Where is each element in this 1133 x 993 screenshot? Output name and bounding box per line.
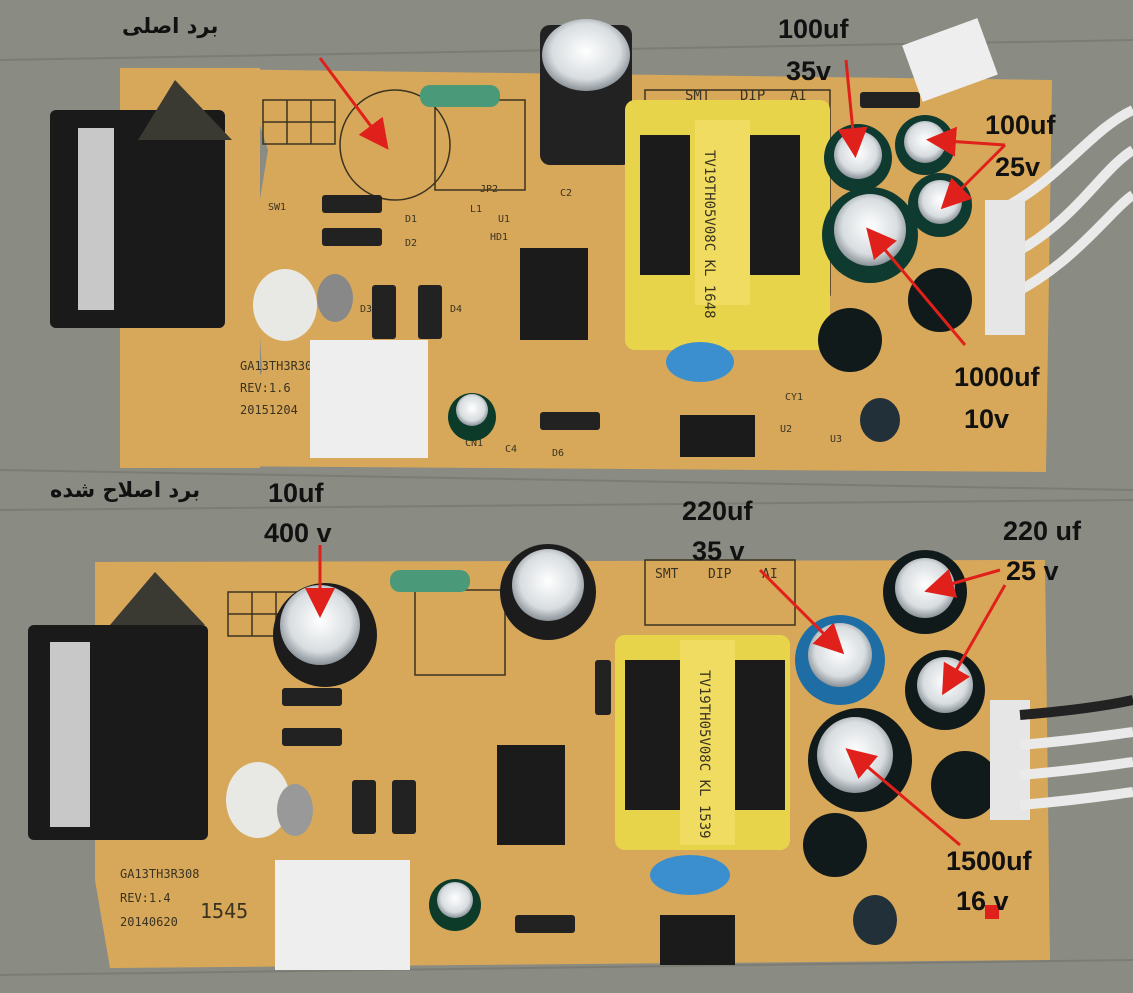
- top-connector: [310, 340, 428, 458]
- top-l1-label: L1: [470, 204, 482, 215]
- top-sw-label: SW1: [268, 202, 286, 213]
- top-cap-100uf-35v-voltage: 35v: [786, 56, 832, 86]
- top-diode-d6: [540, 412, 600, 430]
- bottom-blue-cap: [650, 855, 730, 895]
- top-d2-label: D2: [405, 238, 417, 249]
- bottom-date: 20140620: [120, 915, 178, 929]
- bottom-thermistor: [226, 762, 290, 838]
- bottom-optocoupler: [660, 915, 735, 965]
- top-rev: REV:1.6: [240, 381, 291, 395]
- top-cap-1000uf-10v-voltage: 10v: [964, 404, 1010, 434]
- power-switch: [50, 110, 225, 328]
- top-resistor: [420, 85, 500, 107]
- bottom-cap-220uf-35v-value: 220uf: [682, 496, 753, 526]
- annotation-arrows: [305, 57, 1007, 847]
- bottom-model: GA13TH3R308: [120, 867, 199, 881]
- top-cap-100uf-35v-value: 100uf: [778, 14, 849, 44]
- top-board-caption: برد اصلی: [122, 14, 219, 38]
- top-optocoupler: [680, 415, 755, 457]
- bottom-cap-1500uf-16v-value: 1500uf: [946, 846, 1032, 876]
- top-cap-100uf-25v-voltage: 25v: [995, 152, 1041, 182]
- top-diode-d5: [860, 92, 920, 108]
- bottom-diode-d4: [392, 780, 416, 834]
- bottom-rev: REV:1.4: [120, 891, 171, 905]
- top-cn1-label: CN1: [465, 438, 483, 449]
- bottom-transformer-text: TV19TH05V08C KL 1539: [696, 670, 712, 839]
- bottom-diode-d6: [515, 915, 575, 933]
- bottom-cap-220uf-25v-voltage: 25 v: [1006, 556, 1059, 586]
- bottom-cap-220uf-25v-value: 220 uf: [1003, 516, 1082, 546]
- top-d3-label: D3: [360, 304, 372, 315]
- top-ic-u1: [520, 248, 588, 340]
- top-d4-label: D4: [450, 304, 462, 315]
- top-diode-d4: [418, 285, 442, 339]
- top-c4-label: C4: [505, 444, 517, 455]
- bottom-stamp: 1545: [200, 899, 248, 923]
- top-diode-d3: [372, 285, 396, 339]
- top-output-connector: [985, 200, 1025, 335]
- bottom-diode-d5: [595, 660, 611, 715]
- top-board: GA13TH3R308 REV:1.6 20151204 SMT DIP AI …: [50, 18, 1133, 472]
- top-u3-label: U3: [830, 434, 842, 445]
- top-diode-d2: [322, 228, 382, 246]
- bottom-diode-d2: [282, 728, 342, 746]
- bottom-dip-label: DIP: [708, 567, 732, 582]
- bottom-cap-10uf-400v-value: 10uf: [268, 478, 324, 508]
- bottom-cap-10uf-400v-voltage: 400 v: [264, 518, 332, 548]
- bottom-diode-d3: [352, 780, 376, 834]
- bottom-cap-220uf-35v-voltage: 35 v: [692, 536, 745, 566]
- top-cap-100uf-25v-value: 100uf: [985, 110, 1056, 140]
- top-d1-label: D1: [405, 214, 417, 225]
- bottom-ai-label: AI: [762, 567, 778, 582]
- top-thermistor: [253, 269, 317, 341]
- top-model: GA13TH3R308: [240, 359, 319, 373]
- bottom-ic-u1: [497, 745, 565, 845]
- bottom-connector: [275, 860, 410, 970]
- top-u2-label: U2: [780, 424, 792, 435]
- top-hd1-label: HD1: [490, 232, 508, 243]
- bottom-resistor: [390, 570, 470, 592]
- top-u1-label: U1: [498, 214, 510, 225]
- bottom-diode-d1: [282, 688, 342, 706]
- top-date: 20151204: [240, 403, 298, 417]
- bottom-cap-1500uf-16v-voltage: 16 v: [956, 886, 1009, 916]
- bottom-board-caption: برد اصلاح شده: [50, 478, 201, 502]
- top-jp2-label: JP2: [480, 184, 498, 195]
- bottom-board: GA13TH3R308 REV:1.4 20140620 1545 SMT DI…: [28, 544, 1133, 970]
- top-cy1-label: CY1: [785, 392, 803, 403]
- top-blue-cap: [666, 342, 734, 382]
- top-cap-1000uf-10v-value: 1000uf: [954, 362, 1040, 392]
- top-c2-label: C2: [560, 188, 572, 199]
- top-d6-label: D6: [552, 448, 564, 459]
- top-transformer-text: TV19TH05V08C KL 1648: [701, 150, 717, 319]
- top-diode-d1: [322, 195, 382, 213]
- bottom-smt-label: SMT: [655, 567, 679, 582]
